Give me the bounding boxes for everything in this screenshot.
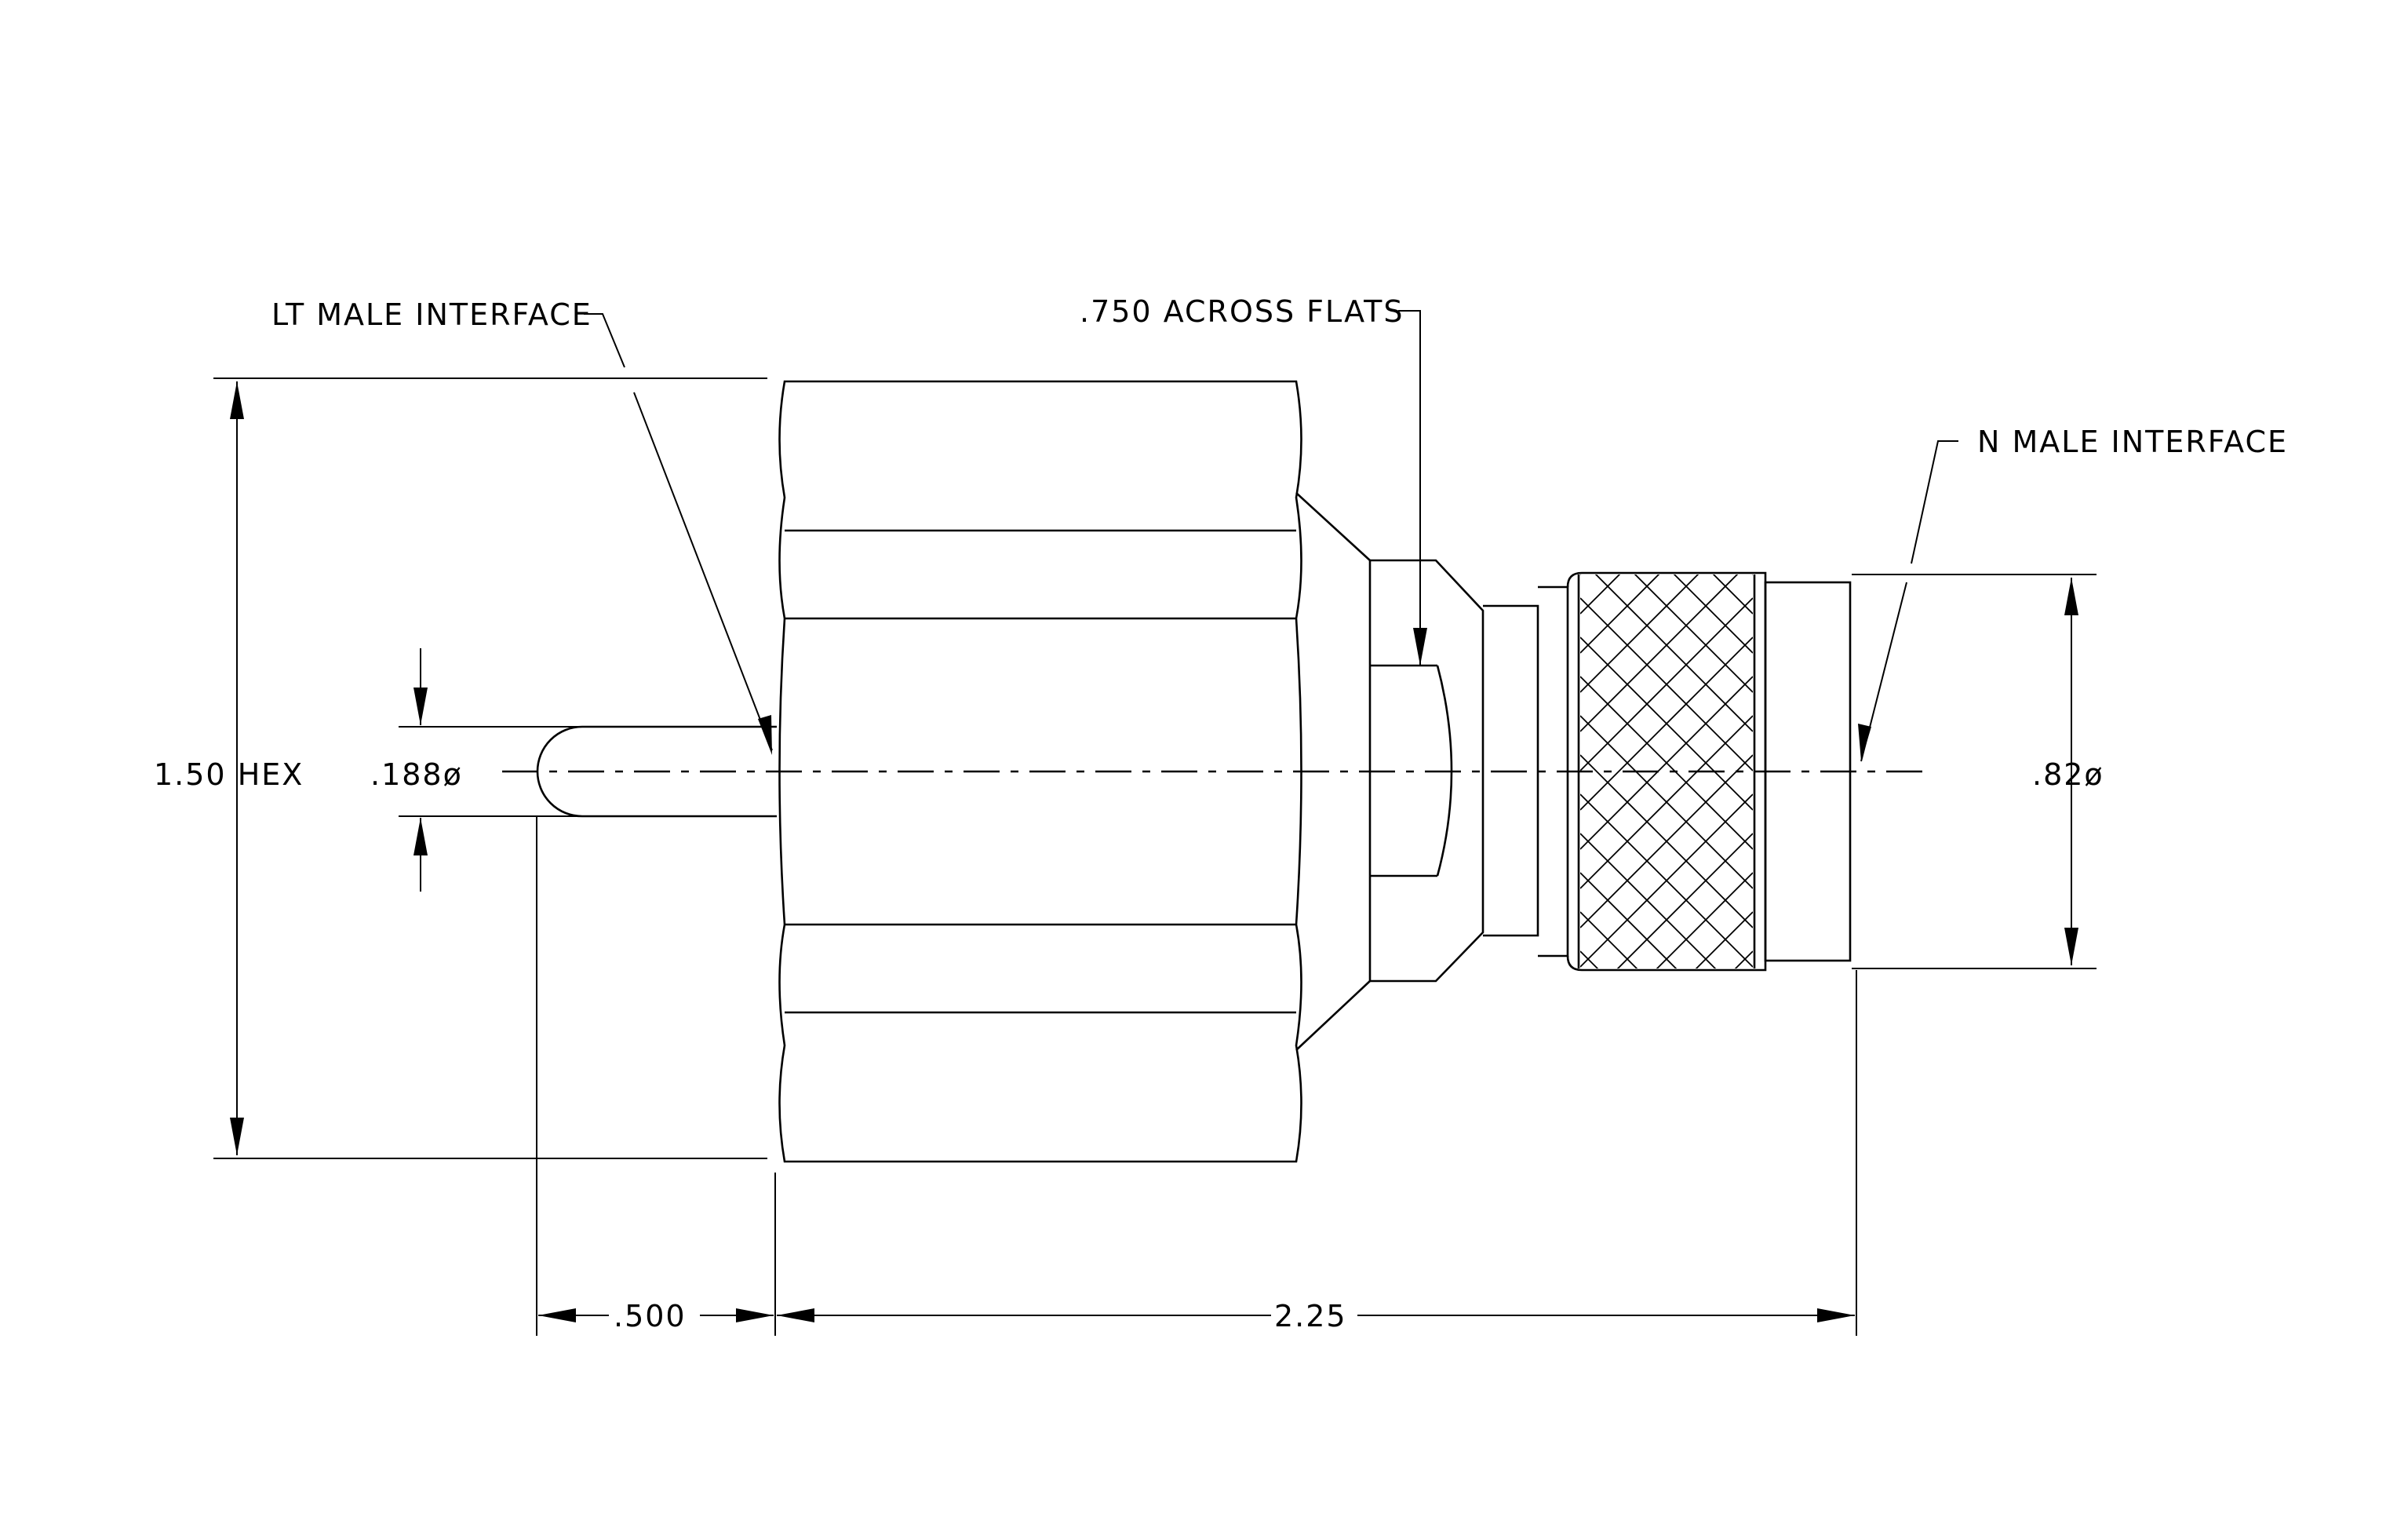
knurl-line — [1580, 597, 1753, 771]
label-n-diameter: .82ø — [2032, 757, 2104, 792]
arrowheads — [230, 381, 2078, 1322]
knurl-line — [1580, 574, 1699, 693]
taper-section — [1295, 492, 1371, 1051]
knurl-line — [1580, 1108, 1753, 1281]
knurl-line — [1580, 574, 1739, 732]
knurl-line — [1656, 872, 1753, 968]
knurl-line — [1580, 715, 1753, 889]
knurl-line — [1673, 574, 1753, 654]
knurl-line — [1580, 676, 1753, 850]
label-pin-diameter: .188ø — [370, 757, 463, 792]
knurled-coupling-nut — [1566, 571, 1852, 1281]
knurl-line — [1616, 833, 1753, 968]
dimension-lines — [213, 378, 2097, 1336]
lt-pin-outline — [536, 725, 777, 818]
knurl-line — [1580, 754, 1753, 928]
knurl-line — [1751, 574, 1753, 575]
knurl-line — [1580, 990, 1753, 1163]
knurl-line — [1580, 793, 1753, 968]
neck — [1483, 585, 1569, 957]
label-across-flats: .750 ACROSS FLATS — [1080, 294, 1404, 329]
label-overall-length: 2.25 — [1274, 1299, 1347, 1333]
knurl-line — [1695, 911, 1753, 968]
knurl-line — [1580, 574, 1660, 654]
knurl-pattern — [1580, 574, 1753, 1281]
leader-lines — [584, 310, 1958, 762]
knurl-line — [1580, 1069, 1753, 1242]
knurl-line — [1580, 636, 1753, 811]
knurl-line — [1580, 1030, 1753, 1202]
knurl-line — [1580, 1069, 1753, 1242]
knurl-line — [1580, 950, 1599, 968]
knurl-line — [1580, 990, 1753, 1163]
label-n-male-interface: N MALE INTERFACE — [1977, 425, 2288, 459]
label-lt-male-interface: LT MALE INTERFACE — [271, 297, 592, 332]
knurl-line — [1580, 1108, 1753, 1281]
knurl-line — [1580, 574, 1621, 615]
knurl-line — [1580, 911, 1638, 968]
small-hex — [1368, 559, 1485, 983]
hex-body — [778, 380, 1302, 1163]
knurl-line — [1712, 574, 1753, 615]
knurl-line — [1580, 1030, 1753, 1202]
label-hex-size: 1.50 HEX — [154, 757, 304, 792]
label-pin-length: .500 — [614, 1299, 687, 1333]
knurl-line — [1734, 950, 1753, 968]
knurl-line — [1580, 574, 1582, 575]
